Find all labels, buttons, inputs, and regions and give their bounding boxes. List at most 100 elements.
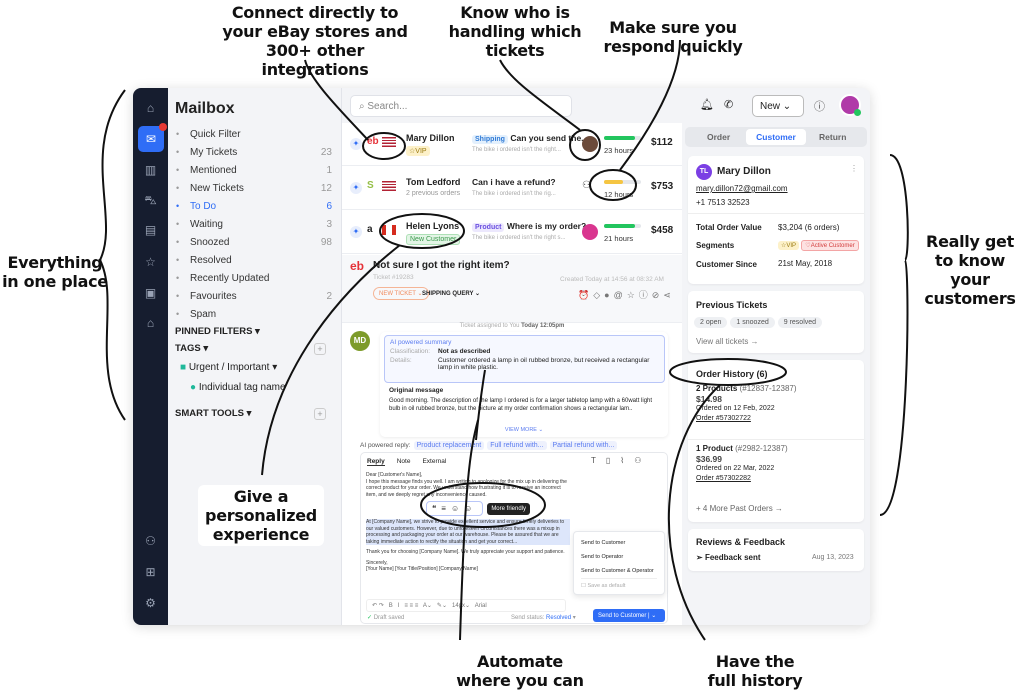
ticket-actions[interactable]: ⏰◇●@☆ⓘ⊘⋖ — [578, 290, 675, 300]
cart-icon[interactable]: ⛍ — [144, 193, 157, 207]
customer-name: Mary Dillon — [406, 133, 455, 143]
more-orders-link[interactable]: + 4 More Past Orders → — [696, 504, 783, 513]
smart-tools-header[interactable]: SMART TOOLS ▾ — [175, 408, 252, 419]
send-icon: ➢ — [696, 553, 703, 562]
editor-tools[interactable]: T▯⌇⚇ — [591, 456, 652, 465]
details-value: Customer ordered a lamp in oil rubbed br… — [438, 357, 650, 371]
home-icon[interactable]: ⌂ — [146, 101, 155, 115]
category-dropdown[interactable]: SHIPPING QUERY ⌄ — [422, 291, 481, 297]
new-button[interactable]: New ⌄ — [752, 95, 804, 117]
agent-avatar[interactable] — [582, 224, 598, 240]
customer-email[interactable]: mary.dillon72@gmail.com — [696, 184, 788, 193]
tab-customer[interactable]: Customer — [746, 129, 806, 145]
mailbox-item[interactable]: •Resolved — [176, 254, 232, 266]
tab-reply[interactable]: Reply — [367, 458, 385, 466]
chart-icon[interactable]: ▥ — [144, 163, 157, 177]
format-toolbar[interactable]: ↶ ↷ B I ≡ ≡ ≡ A⌄ ✎⌄ 14px⌄ Arial — [366, 599, 566, 612]
ticket-title: Not sure I got the right item? — [373, 260, 510, 271]
tab-order[interactable]: Order — [707, 132, 731, 142]
bell-icon[interactable]: 🔔︎ — [700, 99, 714, 111]
view-all-tickets-link[interactable]: View all tickets → — [696, 337, 759, 346]
pill-snoozed[interactable]: 1 snoozed — [730, 317, 775, 328]
order-history-title: Order History (6) — [696, 369, 768, 379]
mailbox-item[interactable]: •Recently Updated — [176, 272, 270, 284]
help-icon[interactable]: ⓘ — [814, 101, 825, 113]
reply-editor: Reply Note External T▯⌇⚇ Dear [Customer'… — [360, 452, 668, 624]
user-avatar[interactable] — [839, 94, 861, 116]
ai-reply-chip[interactable]: Full refund with... — [487, 441, 547, 450]
list-icon: • — [176, 201, 180, 211]
mail-icon[interactable]: ✉ — [138, 123, 167, 152]
ai-reply-chip[interactable]: Partial refund with... — [549, 441, 618, 450]
tab-external[interactable]: External — [422, 458, 447, 465]
order-link[interactable]: Order #57302282 — [696, 475, 751, 482]
sla-progress — [604, 136, 641, 140]
more-icon[interactable]: ⋮ — [850, 164, 858, 173]
sla-progress — [604, 224, 641, 228]
ai-icon: ✦ — [350, 182, 362, 194]
save-default-checkbox[interactable]: ☐ Save as default — [581, 578, 657, 593]
phone-icon[interactable]: ✆ — [724, 99, 734, 111]
app-window: ⌂ ✉ ▥ ⛍ ▤ ☆ ▣ ⌂ ⚇ ⊞ ⚙ Mailbox •Quick Fil… — [133, 88, 870, 625]
customer-name: Tom Ledford — [406, 177, 461, 187]
send-menu-item[interactable]: Send to Customer — [581, 540, 626, 546]
tag-item[interactable]: ● Individual tag name — [190, 382, 286, 393]
ticket-subject: Product Where is my order? — [472, 221, 586, 232]
star-icon[interactable]: ☆ — [145, 255, 156, 269]
send-menu-item[interactable]: Send to Customer & Operator — [581, 568, 654, 574]
add-smart-tool-button[interactable]: + — [314, 408, 326, 420]
order-link[interactable]: Order #57302722 — [696, 415, 751, 422]
status-dropdown[interactable]: NEW TICKET ⌄ — [373, 287, 429, 300]
tab-return[interactable]: Return — [819, 132, 847, 142]
tone-toolbar[interactable]: ❝≡☺☺ — [426, 501, 484, 516]
apps-icon[interactable]: ⊞ — [145, 565, 156, 579]
ticket-row[interactable]: ✦ a Helen Lyons New Customer Product Whe… — [342, 211, 682, 254]
ticket-subject: Can i have a refund? — [472, 177, 556, 187]
assign-icon[interactable]: ⚇ — [582, 180, 591, 191]
ai-reply-chip[interactable]: Product replacement — [413, 441, 485, 450]
pill-open[interactable]: 2 open — [694, 317, 728, 328]
contact-icon[interactable]: ▣ — [144, 286, 157, 300]
send-button[interactable]: Send to Customer | ⌄ — [593, 609, 665, 622]
callout-know-customers: Really get to know your customers — [924, 232, 1016, 308]
since-value: 21st May, 2018 — [778, 259, 833, 268]
send-menu-item[interactable]: Send to Operator — [581, 554, 624, 560]
send-status[interactable]: Send status: Resolved ▾ — [511, 615, 576, 621]
source-logo: S — [367, 180, 374, 191]
ticket-preview: The bike i ordered isn't the right... — [472, 147, 561, 153]
add-user-icon[interactable]: ⚇ — [145, 534, 156, 548]
add-tag-button[interactable]: + — [314, 343, 326, 355]
ticket-detail-header: eb Not sure I got the right item? Ticket… — [342, 255, 682, 323]
view-more-button[interactable]: VIEW MORE ⌄ — [504, 427, 544, 433]
tab-note[interactable]: Note — [396, 458, 411, 465]
customer-initials-avatar: TL — [696, 164, 712, 180]
box-icon[interactable]: ⌂ — [146, 316, 155, 330]
tag-group[interactable]: ■ Urgent / Important ▾ — [180, 362, 278, 373]
ticket-row[interactable]: ✦ eb Mary Dillon ☆VIP Shipping Can you s… — [342, 123, 682, 166]
pill-resolved[interactable]: 9 resolved — [777, 317, 823, 328]
search-input[interactable]: ⌕ Search... — [350, 95, 572, 117]
sla-progress — [604, 180, 641, 184]
chat-icon[interactable]: ▤ — [144, 223, 157, 237]
agent-avatar[interactable] — [582, 136, 598, 152]
pinned-filters-header[interactable]: PINNED FILTERS ▾ — [175, 326, 260, 337]
settings-icon[interactable]: ⚙ — [145, 596, 156, 610]
user-icon: • — [176, 147, 180, 157]
customer-name: Mary Dillon — [717, 166, 771, 177]
notification-dot — [159, 123, 167, 131]
ticket-preview: The bike i ordered isn't the right s... — [472, 235, 566, 241]
mailbox-item[interactable]: •Spam — [176, 308, 217, 320]
tags-header[interactable]: TAGS ▾ — [175, 343, 209, 354]
ticket-row[interactable]: ✦ S Tom Ledford 2 previous orders Can i … — [342, 167, 682, 210]
mailbox-item[interactable]: •Quick Filter — [176, 128, 241, 140]
x-circle-icon: • — [176, 309, 180, 319]
reviews-title: Reviews & Feedback — [696, 537, 786, 547]
